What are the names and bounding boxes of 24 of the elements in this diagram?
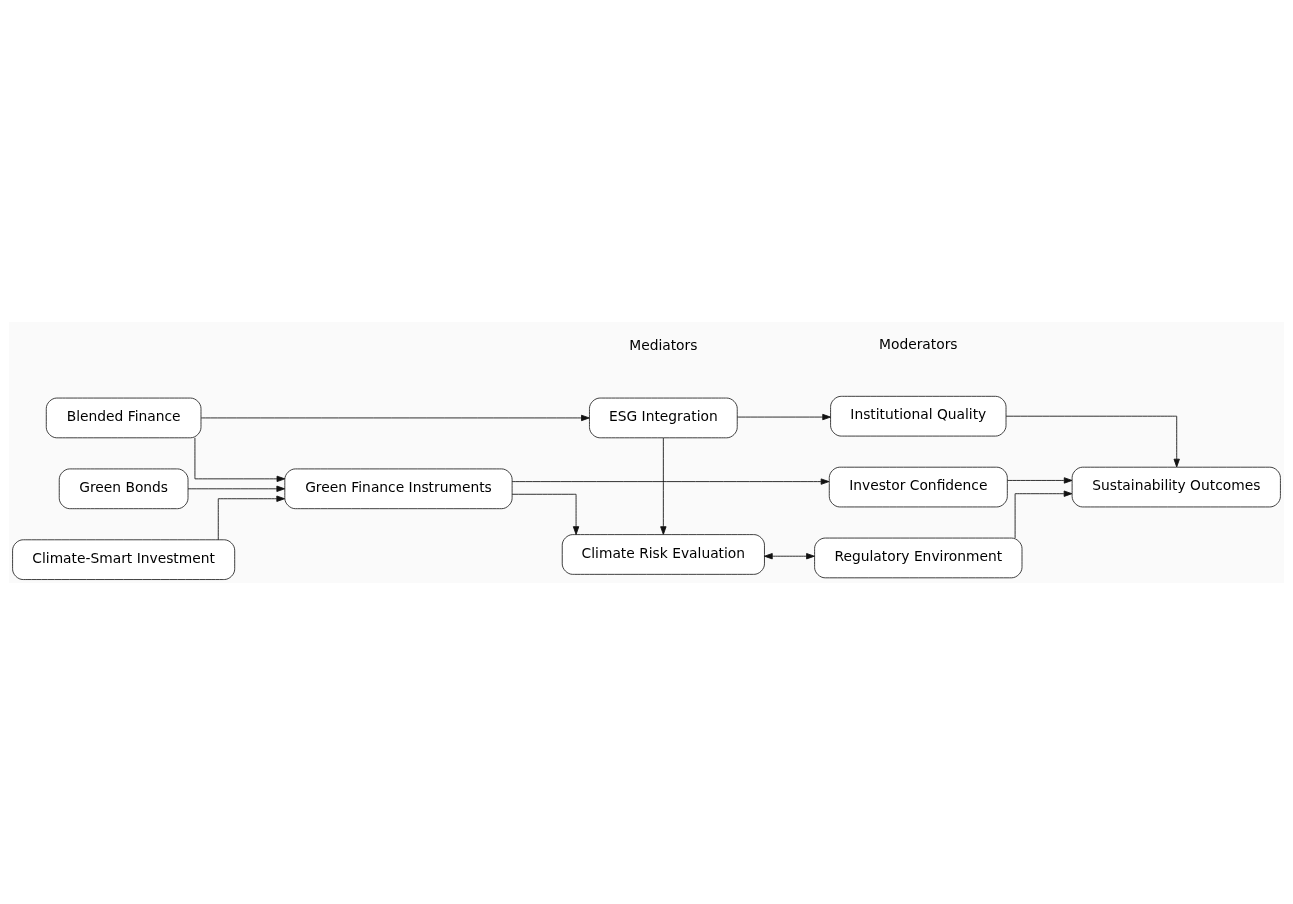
node-box: Regulatory Environment [814,537,1023,578]
node-box: Blended Finance [45,397,202,438]
node-box: Climate Risk Evaluation [561,533,765,575]
arrow [187,485,286,492]
arrow [737,413,831,420]
node-box: Climate-Smart Investment [12,538,236,580]
node-box: Sustainability Outcomes [1071,466,1281,507]
arrow [217,495,286,540]
arrow [200,414,590,421]
arrow [1007,476,1073,484]
node-box: Green Bonds [58,468,189,509]
arrow [511,477,830,485]
node-box: Green Finance Instruments [284,468,513,509]
node-box: Institutional Quality [830,395,1007,436]
arrow [764,552,815,559]
label: Moderators [879,335,958,352]
node-box: Investor Confidence [828,466,1008,507]
arrow [194,436,286,482]
arrow [1014,490,1073,538]
node-box: ESG Integration [589,397,738,438]
arrow [660,437,667,535]
arrow [1005,415,1180,467]
arrow [511,493,580,535]
label: Mediators [629,336,698,353]
